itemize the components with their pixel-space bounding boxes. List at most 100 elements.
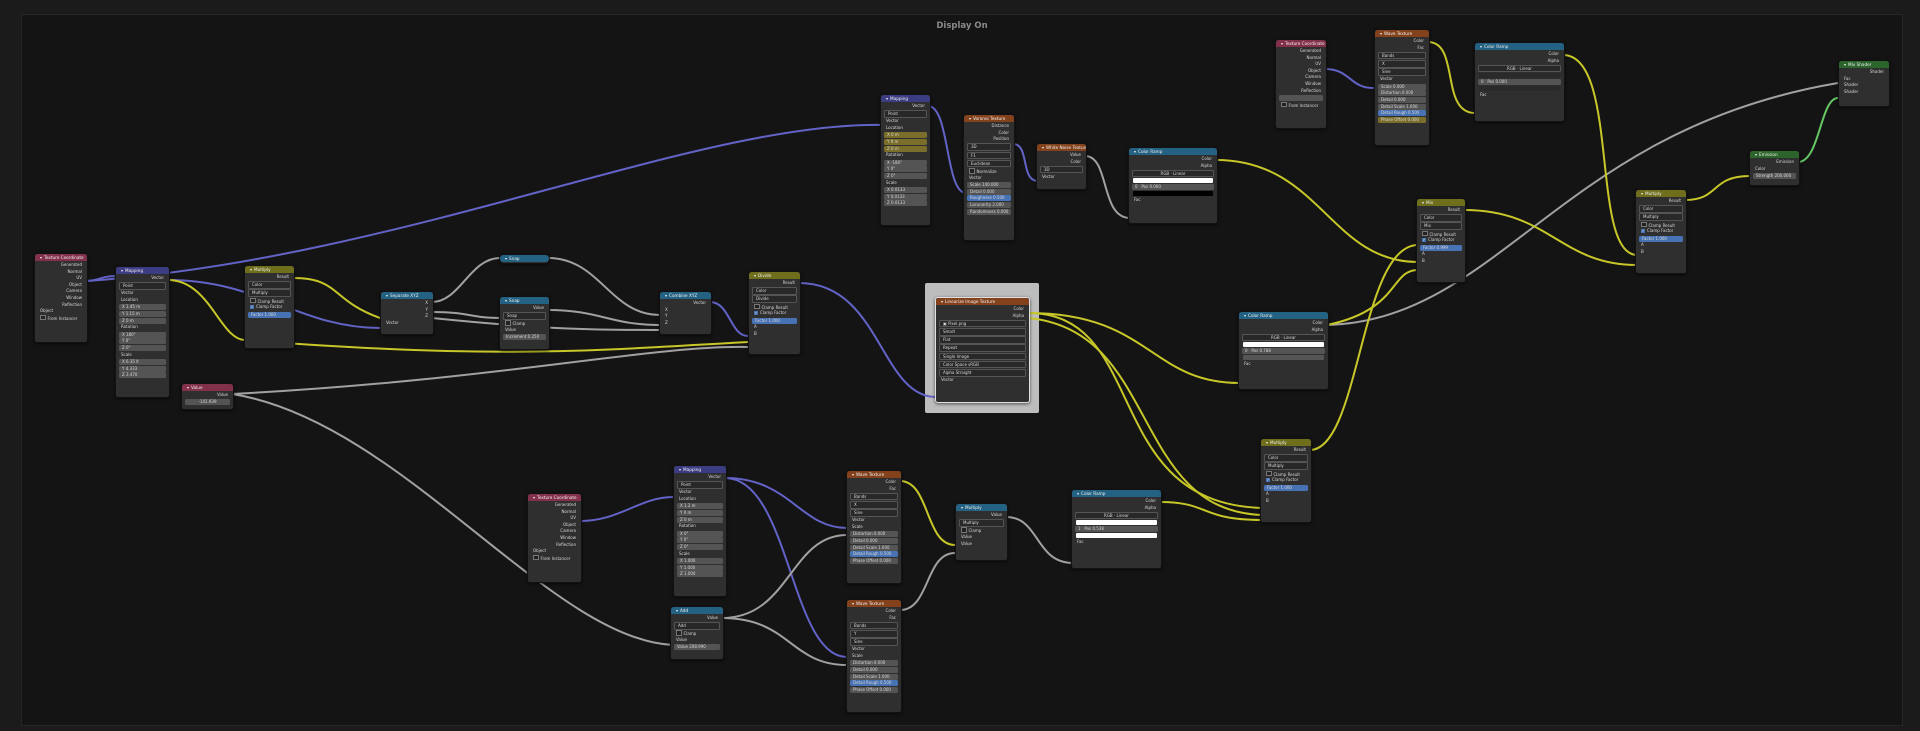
location-y-field[interactable]: Y 0 m bbox=[677, 510, 723, 517]
phase-offset-field[interactable]: Phase Offset 0.000 bbox=[1378, 117, 1426, 124]
value-field[interactable]: -141.939 bbox=[185, 399, 230, 406]
node-header[interactable]: Multiply bbox=[1636, 190, 1686, 197]
type-dropdown[interactable]: Point bbox=[119, 282, 166, 290]
node-header[interactable]: Divide bbox=[749, 272, 800, 279]
clamp-factor-checkbox[interactable]: Clamp Factor bbox=[751, 310, 798, 317]
node-header[interactable]: Texture Coordinate bbox=[1276, 40, 1326, 47]
profile-dropdown[interactable]: Sine bbox=[850, 638, 898, 646]
rotation-x-field[interactable]: X -180° bbox=[884, 159, 927, 166]
white-noise-texture-node[interactable]: White Noise Texture Value Color 3D Vecto… bbox=[1036, 143, 1087, 190]
data-type-dropdown[interactable]: Color bbox=[248, 281, 291, 289]
detail-roughness-slider[interactable]: Detail Rough 0.500 bbox=[850, 680, 898, 687]
ramp-stop-color-swatch[interactable] bbox=[1076, 533, 1157, 539]
phase-offset-field[interactable]: Phase Offset 0.000 bbox=[850, 558, 898, 565]
from-instancer-checkbox[interactable]: From Instancer bbox=[37, 315, 85, 322]
distortion-field[interactable]: Distortion 0.000 bbox=[850, 531, 898, 538]
texture-coordinate-node[interactable]: Texture Coordinate Generated Normal UV O… bbox=[34, 253, 88, 343]
distortion-field[interactable]: Distortion 0.000 bbox=[850, 660, 898, 667]
ramp-gradient[interactable] bbox=[1243, 342, 1324, 348]
from-instancer-checkbox[interactable]: From Instancer bbox=[530, 555, 579, 562]
distortion-field[interactable]: Distortion 0.000 bbox=[1378, 90, 1426, 97]
phase-offset-field[interactable]: Phase Offset 0.000 bbox=[850, 687, 898, 694]
detail-roughness-slider[interactable]: Detail Rough 0.500 bbox=[850, 551, 898, 558]
extension-dropdown[interactable]: Repeat bbox=[939, 344, 1026, 352]
blend-mode-dropdown[interactable]: Multiply bbox=[1639, 213, 1683, 221]
node-header[interactable]: Linearize Image Texture bbox=[936, 298, 1029, 305]
node-header[interactable]: Color Ramp bbox=[1239, 312, 1328, 319]
color-mode-dropdown[interactable]: RGB · Linear bbox=[1132, 169, 1214, 178]
scale-x-field[interactable]: X 1.000 bbox=[677, 558, 723, 565]
data-type-dropdown[interactable]: Color bbox=[752, 287, 797, 295]
clamp-factor-checkbox[interactable]: Clamp Factor bbox=[247, 304, 292, 311]
node-header[interactable]: Color Ramp bbox=[1129, 148, 1217, 155]
direction-dropdown[interactable]: X bbox=[1378, 60, 1426, 68]
detail-field[interactable]: Detail 0.000 bbox=[850, 667, 898, 673]
value-node[interactable]: Value Value -141.939 bbox=[181, 383, 234, 410]
factor-slider[interactable]: Factor 1.000 bbox=[1264, 484, 1308, 491]
distance-metric-dropdown[interactable]: Euclidean bbox=[967, 159, 1011, 168]
factor-slider[interactable]: Factor 1.000 bbox=[752, 317, 797, 324]
mapping-node[interactable]: Mapping Vector Point Vector Location X 1… bbox=[673, 465, 727, 597]
node-header[interactable]: Voronoi Texture bbox=[964, 115, 1014, 122]
scale-x-field[interactable]: X 0.0133 bbox=[884, 187, 927, 194]
blend-mode-dropdown[interactable]: Mix bbox=[1420, 222, 1462, 230]
node-header[interactable]: Combine XYZ bbox=[660, 292, 711, 299]
node-header[interactable]: Mix Shader bbox=[1839, 61, 1889, 68]
multiply-math-node[interactable]: Multiply Value Multiply Clamp Value Valu… bbox=[955, 503, 1008, 561]
node-header[interactable]: Mix bbox=[1417, 199, 1465, 206]
node-header[interactable]: Color Ramp bbox=[1072, 490, 1161, 497]
texture-coordinate-node[interactable]: Texture Coordinate Generated Normal UV O… bbox=[527, 493, 582, 583]
rotation-z-field[interactable]: Z 0° bbox=[884, 173, 927, 180]
data-type-dropdown[interactable]: Color bbox=[1264, 454, 1308, 462]
projection-dropdown[interactable]: Flat bbox=[939, 336, 1026, 344]
rotation-y-field[interactable]: Y 0° bbox=[884, 166, 927, 173]
dimensions-dropdown[interactable]: 3D bbox=[967, 143, 1011, 151]
wave-type-dropdown[interactable]: Bands bbox=[850, 492, 898, 501]
position-field[interactable]: 0 Pos 0.000 bbox=[1132, 184, 1214, 191]
node-header[interactable]: Mapping bbox=[674, 466, 726, 473]
ramp-stop-color-swatch[interactable] bbox=[1243, 355, 1324, 361]
scale-z-field[interactable]: Z 0.0133 bbox=[884, 200, 927, 207]
object-field-label[interactable]: Object bbox=[533, 548, 547, 554]
rotation-z-field[interactable]: Z 0° bbox=[677, 544, 723, 551]
node-header[interactable]: Texture Coordinate bbox=[35, 254, 87, 261]
detail-scale-field[interactable]: Detail Scale 1.000 bbox=[850, 673, 898, 680]
color-ramp-node[interactable]: Color Ramp Color Alpha RGB · Linear 1 Po… bbox=[1071, 489, 1162, 569]
color-mode-dropdown[interactable]: RGB · Linear bbox=[1075, 511, 1158, 520]
roughness-slider[interactable]: Roughness 0.500 bbox=[967, 195, 1011, 202]
source-dropdown[interactable]: Single Image bbox=[939, 352, 1026, 361]
image-file-selector[interactable]: ▣ Pixel.png bbox=[939, 319, 1026, 328]
detail-roughness-slider[interactable]: Detail Rough 0.500 bbox=[1378, 110, 1426, 117]
ramp-gradient[interactable] bbox=[1076, 520, 1157, 526]
clamp-result-checkbox[interactable]: Clamp Result bbox=[751, 304, 798, 311]
wave-texture-node[interactable]: Wave Texture Color Fac Bands X Sine Vect… bbox=[846, 470, 902, 584]
node-header[interactable]: Multiply bbox=[1261, 439, 1311, 446]
scale-y-field[interactable]: Y 0.0133 bbox=[884, 193, 927, 200]
wave-texture-node[interactable]: Wave Texture Color Fac Bands Y Sine Vect… bbox=[846, 599, 902, 713]
location-x-field[interactable]: X 0 m bbox=[884, 132, 927, 139]
multiply-node[interactable]: Multiply Result Color Multiply Clamp Res… bbox=[244, 265, 295, 349]
operation-dropdown[interactable]: Multiply bbox=[959, 519, 1004, 527]
scale-z-field[interactable]: Z 1.000 bbox=[677, 571, 723, 578]
clamp-factor-checkbox[interactable]: Clamp Factor bbox=[1419, 237, 1463, 244]
position-field[interactable]: 0 Pos 0.000 bbox=[1478, 79, 1561, 86]
feature-dropdown[interactable]: F1 bbox=[967, 151, 1011, 160]
value-field[interactable]: Value 208.990 bbox=[674, 644, 720, 651]
detail-scale-field[interactable]: Detail Scale 1.000 bbox=[850, 544, 898, 551]
detail-field[interactable]: Detail 0.000 bbox=[1378, 97, 1426, 104]
mapping-node[interactable]: Mapping Vector Point Vector Location X 1… bbox=[115, 266, 170, 398]
randomness-field[interactable]: Randomness 0.000 bbox=[967, 208, 1011, 215]
strength-field[interactable]: Strength 200.000 bbox=[1753, 172, 1796, 179]
node-header[interactable]: Multiply bbox=[956, 504, 1007, 511]
ramp-gradient[interactable] bbox=[1133, 178, 1213, 184]
blend-mode-dropdown[interactable]: Multiply bbox=[248, 289, 291, 297]
profile-dropdown[interactable]: Sine bbox=[850, 509, 898, 517]
node-header[interactable]: Wave Texture bbox=[847, 471, 901, 478]
rotation-x-field[interactable]: X 0° bbox=[677, 530, 723, 537]
clamp-checkbox[interactable]: Clamp bbox=[673, 630, 721, 637]
node-header[interactable]: Snap bbox=[500, 255, 549, 262]
separate-xyz-node[interactable]: Separate XYZ X Y Z Vector bbox=[380, 291, 434, 335]
interpolation-dropdown[interactable]: Smart bbox=[939, 328, 1026, 336]
wave-type-dropdown[interactable]: Bands bbox=[1378, 51, 1426, 60]
snap-node-collapsed[interactable]: Snap bbox=[499, 254, 550, 264]
